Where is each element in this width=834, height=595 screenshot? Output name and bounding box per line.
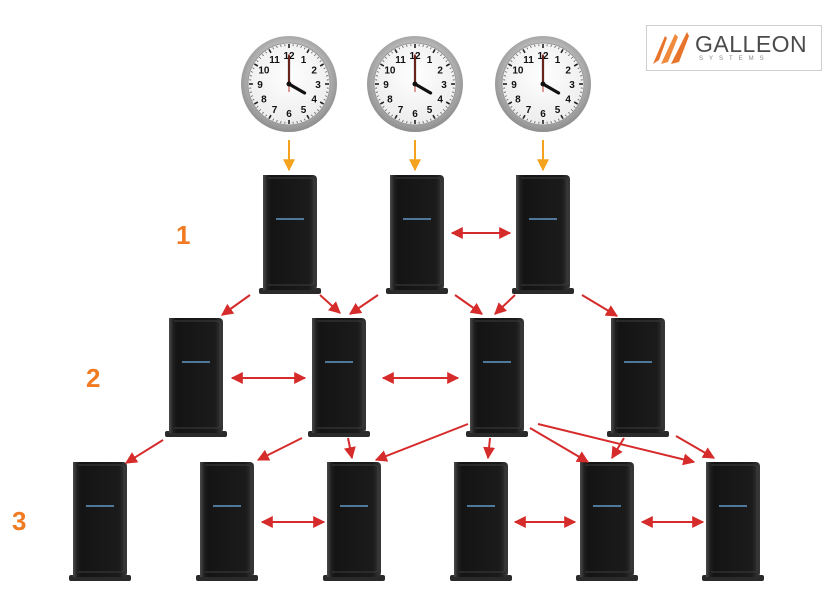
link-arrow (319, 294, 341, 314)
clock-3-icon: 121234567891011 (495, 36, 591, 132)
tier-1-label: 1 (176, 220, 191, 250)
clock-numeral: 3 (441, 80, 447, 91)
clock-numeral: 4 (565, 95, 571, 106)
brand-subtitle: SYSTEMS (699, 56, 770, 62)
clock-numeral: 5 (427, 105, 433, 116)
galleon-logo: GALLEON SYSTEMS (646, 25, 822, 71)
link-arrow (581, 294, 619, 317)
tier-3-server-6 (702, 462, 764, 581)
clock-numeral: 7 (272, 105, 278, 116)
tier-3-server-2 (196, 462, 258, 581)
link-arrow (374, 423, 469, 462)
clock-numeral: 7 (526, 105, 532, 116)
clock-numeral: 2 (311, 66, 317, 77)
tier-1-server-1 (259, 175, 321, 294)
clock-numeral: 8 (387, 95, 393, 106)
clock-numeral: 3 (315, 80, 321, 91)
link-arrow (349, 294, 379, 315)
clock-numeral: 10 (512, 66, 524, 77)
clock-numeral: 10 (258, 66, 270, 77)
clock-numeral: 10 (384, 66, 396, 77)
clock-2-icon: 121234567891011 (367, 36, 463, 132)
hour-hand (541, 82, 561, 95)
tier-2-label: 2 (86, 363, 101, 393)
clock-numeral: 11 (395, 55, 406, 66)
clock-numeral: 6 (540, 109, 546, 120)
link-arrow (529, 427, 590, 463)
clock-numeral: 11 (523, 55, 534, 66)
clock-numeral: 9 (511, 80, 517, 91)
brand-name: GALLEON (695, 31, 808, 57)
link-arrow (494, 294, 516, 315)
hour-hand (287, 82, 307, 95)
hour-hand (413, 82, 433, 95)
clock-numeral: 8 (515, 95, 521, 106)
clock-numeral: 6 (412, 109, 418, 120)
clock-numeral: 1 (427, 55, 433, 66)
link-arrow (454, 294, 483, 315)
tier-2-server-4 (607, 318, 669, 437)
link-arrow (221, 294, 251, 316)
clock-numeral: 5 (555, 105, 561, 116)
link-arrow (611, 437, 625, 460)
clock-numeral: 9 (383, 80, 389, 91)
tier-3-server-1 (69, 462, 131, 581)
tier-3-server-4 (450, 462, 512, 581)
clock-numeral: 11 (269, 55, 280, 66)
tier-3-server-3 (323, 462, 385, 581)
link-arrow (124, 439, 164, 464)
reference-clocks: 1212345678910111212345678910111212345678… (241, 36, 591, 132)
connection-arrows (124, 140, 716, 528)
tier-2-server-2 (308, 318, 370, 437)
sail-logo-icon (653, 32, 689, 64)
link-arrow (537, 423, 696, 466)
clock-numeral: 5 (301, 105, 307, 116)
tier-1-server-2 (386, 175, 448, 294)
clock-numeral: 3 (569, 80, 575, 91)
link-arrow (256, 437, 303, 461)
clock-numeral: 4 (437, 95, 443, 106)
tier-2-server-1 (165, 318, 227, 437)
clock-numeral: 6 (286, 109, 292, 120)
clock-numeral: 7 (398, 105, 404, 116)
clock-numeral: 2 (565, 66, 571, 77)
link-arrow (343, 437, 356, 460)
link-arrow (483, 437, 496, 460)
clock-1-icon: 121234567891011 (241, 36, 337, 132)
clock-numeral: 4 (311, 95, 317, 106)
clock-numeral: 1 (555, 55, 561, 66)
tier-1-server-3 (512, 175, 574, 294)
tier-2-server-3 (466, 318, 528, 437)
clock-numeral: 8 (261, 95, 267, 106)
link-arrow (675, 435, 716, 459)
clock-numeral: 1 (301, 55, 307, 66)
clock-numeral: 2 (437, 66, 443, 77)
server-nodes (69, 175, 764, 581)
clock-numeral: 9 (257, 80, 263, 91)
tier-3-label: 3 (12, 506, 27, 536)
tier-3-server-5 (576, 462, 638, 581)
